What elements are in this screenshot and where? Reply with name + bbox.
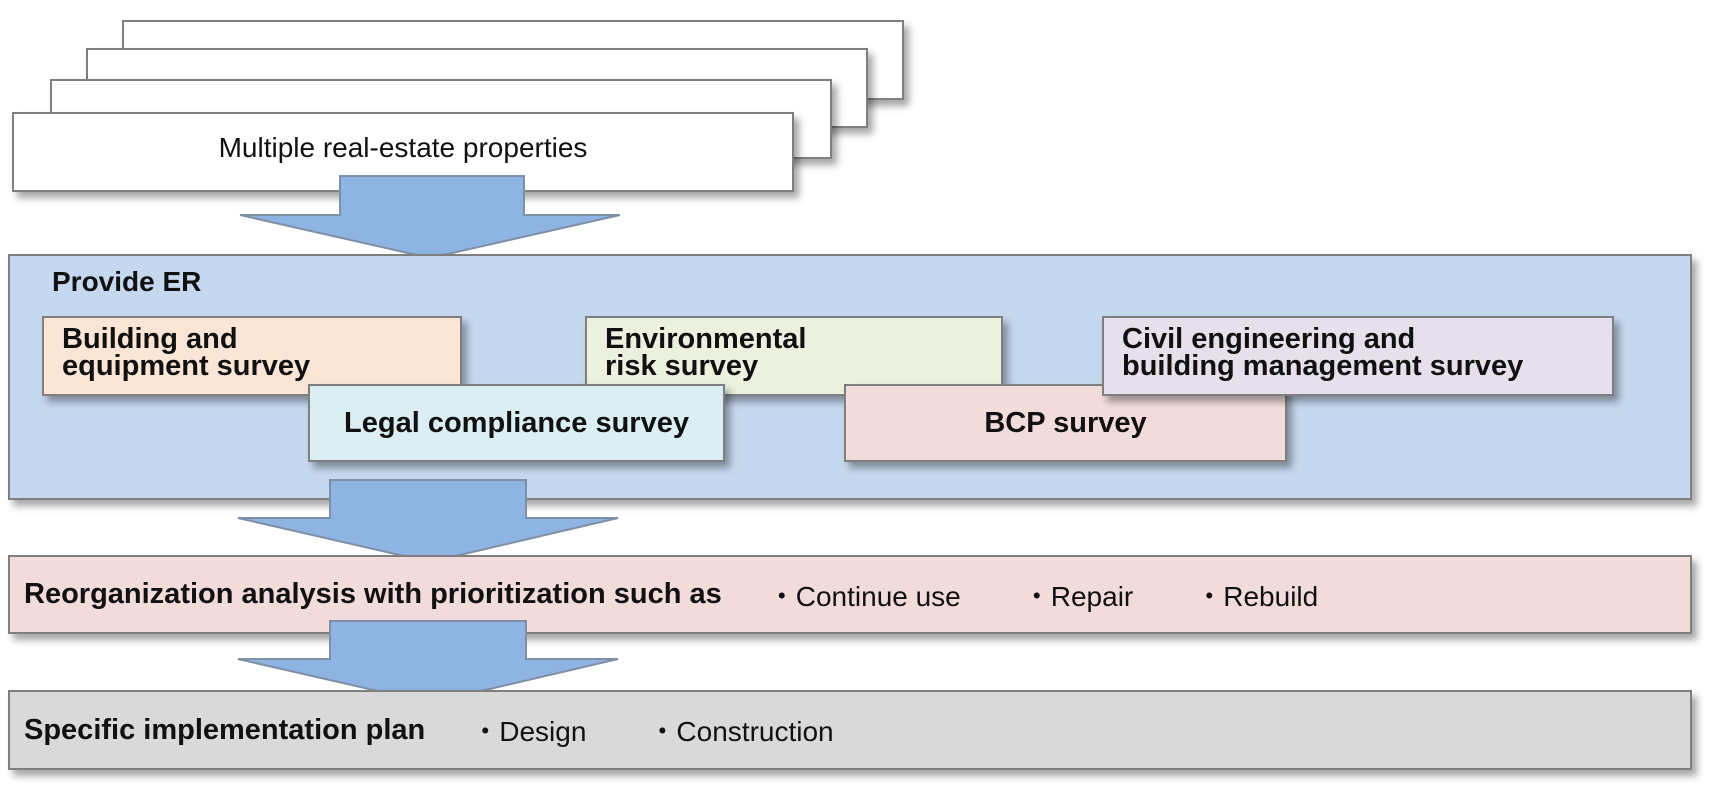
bullet-design: ・Design xyxy=(471,716,587,747)
implementation-plan-band: Specific implementation plan ・Design ・Co… xyxy=(8,690,1692,770)
bullet-rebuild: ・Rebuild xyxy=(1195,580,1319,612)
implementation-heading: Specific implementation plan xyxy=(24,713,426,746)
bullet-construction: ・Construction xyxy=(648,716,834,747)
properties-label: Multiple real-estate properties xyxy=(218,132,588,163)
down-arrow-icon xyxy=(239,175,621,260)
survey-building-equipment: Building and equipment survey xyxy=(42,316,462,396)
survey-label: Legal compliance survey xyxy=(344,406,689,439)
survey-label-line2: building management survey xyxy=(1122,350,1524,382)
survey-label-line1: Civil engineering and xyxy=(1122,323,1416,355)
survey-legal-compliance: Legal compliance survey xyxy=(308,384,725,462)
down-arrow-icon xyxy=(237,620,619,705)
reorganization-analysis-band: Reorganization analysis with prioritizat… xyxy=(8,555,1692,634)
bullet-continue-use: ・Continue use xyxy=(767,580,961,612)
survey-label-line1: Building and xyxy=(62,323,238,355)
survey-civil-engineering: Civil engineering and building managemen… xyxy=(1102,316,1614,396)
survey-label: BCP survey xyxy=(984,406,1147,439)
survey-environmental-risk: Environmental risk survey xyxy=(585,316,1003,396)
survey-label-line2: equipment survey xyxy=(62,350,311,382)
survey-label-line1: Environmental xyxy=(605,323,807,355)
down-arrow-icon xyxy=(237,479,619,564)
bullet-repair: ・Repair xyxy=(1022,580,1134,612)
survey-label-line2: risk survey xyxy=(605,350,759,382)
reorganization-heading: Reorganization analysis with prioritizat… xyxy=(24,578,722,610)
provide-er-title: Provide ER xyxy=(52,266,202,297)
survey-bcp: BCP survey xyxy=(844,384,1287,462)
